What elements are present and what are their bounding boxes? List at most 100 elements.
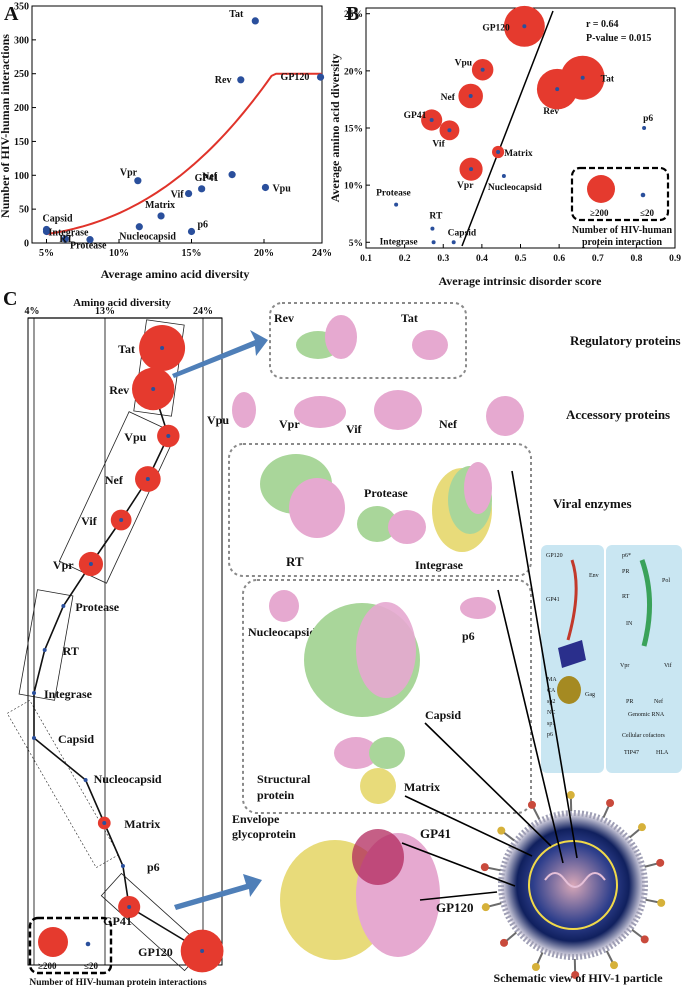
data-label-b: Nef (441, 93, 456, 103)
spike-head (566, 791, 575, 800)
category-enzymes: Viral enzymes (553, 496, 632, 511)
data-label-b: Protease (376, 189, 411, 199)
schem-misc-label: Genomic RNA (628, 712, 665, 718)
data-label-a: Capsid (43, 213, 73, 224)
data-point-a (316, 73, 325, 81)
data-label-b: Nucleocapsid (488, 183, 543, 193)
spike-head (500, 938, 509, 947)
spike-head (480, 863, 489, 872)
x-axis-label-b: Average intrinsic disorder score (439, 274, 603, 288)
protein-groups-c (6, 319, 206, 972)
data-point-b (447, 128, 452, 133)
schem-pol-label: Pol (662, 578, 670, 584)
env-glyph (566, 559, 578, 641)
data-point-b (580, 75, 585, 80)
data-point-c (166, 434, 171, 438)
schem-env-label: Env (589, 573, 599, 579)
structure-label-rev: Rev (274, 311, 294, 325)
legend-large-bubble-c (38, 927, 68, 957)
spike-head (610, 961, 619, 970)
gag-glyph (557, 676, 581, 704)
data-point-b (469, 167, 474, 172)
spike-head (606, 798, 615, 807)
data-label-b: RT (429, 212, 443, 222)
schem-misc-label: HLA (656, 750, 669, 756)
x-tick-label-b: 0.7 (592, 254, 604, 264)
ma-glyph (558, 640, 586, 668)
data-label-b: Vpr (457, 181, 474, 191)
spike-head (481, 903, 490, 912)
legend-large-label-c: ≥200 (38, 961, 57, 971)
schem-env-label: GP120 (546, 553, 563, 559)
structure-label-vif: Vif (346, 422, 363, 436)
schem-pol-label: PR (622, 569, 629, 575)
plot-frame-a (31, 5, 323, 244)
x-tick-label-b: 0.4 (476, 254, 488, 264)
y-tick-label-b: 10% (344, 182, 363, 192)
structure-label-rt: RT (286, 554, 304, 569)
protein-label-c: Tat (118, 342, 135, 356)
matrix-structure-green (369, 737, 405, 769)
data-point-b (496, 150, 501, 154)
data-point-c (120, 864, 125, 868)
legend-small-dot-c (85, 941, 91, 947)
data-point-a (198, 185, 206, 193)
schem-env-label: GP41 (546, 597, 560, 603)
spike-head (571, 970, 580, 979)
schem-misc-label: TIP47 (624, 750, 639, 756)
structural-box (242, 579, 532, 814)
rev-structure-pink (325, 315, 357, 359)
data-point-a (134, 177, 142, 185)
vpr-structure (294, 396, 346, 428)
panel-label-c: C (3, 288, 17, 310)
group-box-enzymes (18, 589, 74, 701)
protein-label-c: GP41 (103, 914, 132, 928)
rt-structure-pink (289, 478, 345, 538)
structure-label-capsid: Capsid (425, 708, 461, 722)
data-point-c (160, 346, 165, 350)
data-label-b: Vif (432, 139, 445, 149)
structure-label-protease: Protease (364, 486, 408, 500)
x-tick-label-b: 0.1 (360, 254, 372, 264)
data-point-c (200, 949, 205, 953)
data-point-c (127, 905, 132, 909)
legend-title-b-line2: protein interaction (582, 237, 663, 248)
data-point-b (429, 118, 434, 122)
data-point-a (261, 183, 270, 192)
legend-title-b-line1: Number of HIV-human (572, 225, 673, 236)
y-axis-label-a: Number of HIV-human interactions (0, 34, 12, 218)
schem-misc-label: Vif (664, 662, 672, 669)
axis-ticks-c: 4%13%24% (25, 306, 213, 965)
protein-label-c: Protease (75, 600, 119, 614)
structure-label-nucleocapsid: Nucleocapsid (248, 625, 316, 639)
x-tick-label-a: 5% (39, 248, 54, 259)
data-point-b (555, 87, 560, 92)
data-point-c (32, 736, 36, 740)
x-tick-label-a: 10% (109, 248, 129, 259)
spike-head (656, 858, 665, 867)
matrix-structure-yellow (360, 768, 396, 804)
protein-label-c: GP120 (138, 945, 173, 959)
protease-structure-pink (388, 510, 426, 544)
data-label-a: GP41 (195, 173, 219, 184)
schem-gag-label: p6 (547, 732, 553, 738)
data-point-a (157, 212, 165, 220)
data-label-b: Capsid (448, 228, 477, 238)
data-label-a: Nucleocapsid (119, 232, 176, 243)
structural-title-line1: Structural (257, 772, 311, 786)
category-accessory: Accessory proteins (566, 407, 670, 422)
legend-small-dot-b (640, 192, 646, 198)
correlation-r: r = 0.64 (586, 19, 618, 30)
y-tick-label-a: 300 (14, 35, 29, 46)
x-tick-label-c: 13% (95, 306, 115, 317)
data-point-c (102, 821, 107, 825)
y-tick-label-a: 250 (14, 69, 29, 80)
pol-glyph (639, 559, 652, 647)
data-point-a (42, 227, 51, 236)
data-point-b (431, 240, 436, 245)
callout-arrow-envelope (174, 874, 262, 910)
data-label-a: RT (59, 234, 73, 245)
